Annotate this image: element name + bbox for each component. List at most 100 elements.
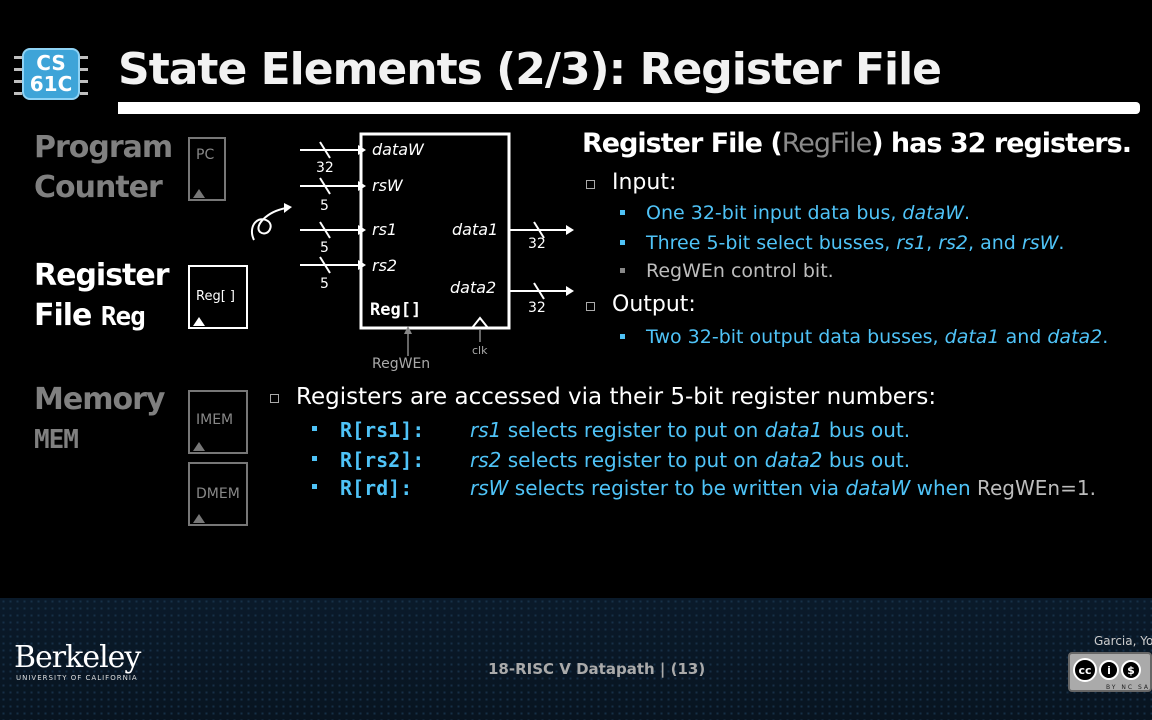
reg-access-text: selects register to put on [501, 448, 765, 472]
output-heading: Output: [586, 292, 696, 317]
block-label: Reg[] [370, 300, 422, 320]
clk-label: clk [472, 344, 488, 357]
reg-access-code: R[rs1]: [340, 418, 425, 442]
reg-access-row-rd: R[rd]: rsW selects register to be written… [312, 476, 1096, 500]
reg-label-code: Reg [100, 302, 146, 332]
input-item1-end: . [964, 202, 971, 224]
output-item1-end: . [1102, 326, 1109, 348]
memory-label: Memory MEM [34, 380, 165, 460]
width-rsw: 5 [320, 198, 329, 214]
footer-authors: Garcia, Yo [1094, 634, 1152, 648]
heading-part-a: Register File ( [582, 128, 783, 159]
clock-triangle-icon [193, 317, 205, 326]
heading-part-b: ) has 32 registers. [871, 128, 1132, 159]
reg-access-tail: RegWEn=1. [977, 476, 1096, 500]
mem-label-line1: Memory [34, 382, 165, 417]
program-counter-label: Program Counter [34, 128, 173, 208]
clock-triangle-icon [193, 442, 205, 451]
cc-tags: BY NC SA [1106, 684, 1150, 691]
clock-triangle-icon [193, 514, 205, 523]
clock-triangle-icon [193, 189, 205, 198]
reg-access-row-rs2: R[rs2]: rs2 selects register to put on da… [311, 448, 911, 472]
pc-label-line1: Program [34, 130, 173, 165]
reg-access-var: rs2 [470, 448, 502, 472]
nc-icon: $ [1121, 660, 1141, 680]
reg-box-label: Reg[ ] [196, 289, 235, 304]
input-item-databus: One 32-bit input data bus, dataW. [619, 202, 971, 224]
input-item2-text: Three 5-bit select busses, [646, 232, 897, 254]
width-dataw: 32 [316, 160, 334, 176]
input-item2-end: . [1058, 232, 1065, 254]
creative-commons-badge: cc i $ BY NC SA [1068, 652, 1152, 692]
reg-access-code: R[rs2]: [340, 448, 425, 472]
in-rsw-label: rsW [372, 176, 403, 195]
input-item1-text: One 32-bit input data bus, [646, 202, 903, 224]
imem-box: IMEM [188, 390, 248, 454]
reg-access-var2: dataW [845, 476, 911, 500]
pointer-squiggle-icon [250, 207, 287, 241]
in-rs1-label: rs1 [372, 220, 398, 239]
input-heading: Input: [585, 170, 677, 195]
dmem-box-label: DMEM [196, 486, 240, 502]
cs61c-logo: CS 61C [14, 42, 88, 106]
output-item1-and: and [999, 326, 1048, 348]
register-file-heading: Register File (RegFile) has 32 registers… [582, 128, 1132, 159]
input-item-selects: Three 5-bit select busses, rs1, rs2, and… [619, 232, 1065, 254]
cc-icon: cc [1073, 658, 1097, 682]
output-item1-data1: data1 [944, 326, 1000, 348]
slide-footer: 18-RISC V Datapath | (13) [488, 660, 706, 678]
input-item1-var: dataW [902, 202, 965, 224]
reg-label-line1: Register [34, 258, 170, 293]
berkeley-logo-sub: UNIVERSITY OF CALIFORNIA [16, 674, 138, 682]
reg-access-var2: data2 [764, 448, 823, 472]
input-item2-sep2: , and [968, 232, 1022, 254]
reg-label-line2: File [34, 298, 92, 333]
width-data1: 32 [528, 236, 546, 252]
reg-access-text2: bus out. [822, 448, 911, 472]
reg-access-var: rs1 [470, 418, 502, 442]
out-data1-label: data1 [452, 220, 499, 239]
out-data2-label: data2 [450, 278, 497, 297]
reg-access-text: selects register to put on [501, 418, 765, 442]
dmem-box: DMEM [188, 462, 248, 526]
reg-access-code: R[rd]: [340, 476, 413, 500]
in-rs2-label: rs2 [372, 256, 398, 275]
berkeley-logo: Berkeley [14, 640, 141, 675]
logo-line2: 61C [29, 72, 73, 96]
clock-triangle-icon [469, 316, 491, 329]
reg-access-text2: when [910, 476, 977, 500]
input-item2-rs1: rs1 [896, 232, 927, 254]
width-data2: 32 [528, 300, 546, 316]
input-item2-rsw: rsW [1021, 232, 1059, 254]
heading-regfile: RegFile [781, 128, 872, 159]
output-item1-text: Two 32-bit output data busses, [646, 326, 945, 348]
input-item-regwen: RegWEn control bit. [620, 260, 834, 282]
register-file-diagram [250, 132, 574, 356]
reg-access-row-rs1: R[rs1]: rs1 selects register to put on da… [311, 418, 911, 442]
registers-accessed-intro: Registers are accessed via their 5-bit r… [269, 384, 937, 410]
footer-band [0, 598, 1152, 720]
slide-title: State Elements (2/3): Register File [118, 44, 942, 95]
reg-access-var: rsW [470, 476, 509, 500]
width-rs2: 5 [320, 276, 329, 292]
reg-box: Reg[ ] [188, 265, 248, 329]
input-item2-rs2: rs2 [938, 232, 969, 254]
by-icon: i [1099, 660, 1119, 680]
input-item2-sep1: , [926, 232, 939, 254]
pc-box: PC [188, 137, 226, 201]
imem-box-label: IMEM [196, 412, 234, 428]
output-item-databusses: Two 32-bit output data busses, data1 and… [619, 326, 1109, 348]
in-dataw-label: dataW [372, 140, 424, 159]
output-item1-data2: data2 [1047, 326, 1103, 348]
reg-access-text: selects register to be written via [508, 476, 846, 500]
pc-box-label: PC [196, 147, 215, 163]
pc-label-line2: Counter [34, 170, 163, 205]
logo-line1: CS [36, 51, 66, 75]
mem-label-line2: MEM [34, 425, 79, 455]
title-underline [118, 102, 1140, 114]
reg-access-var2: data1 [764, 418, 823, 442]
width-rs1: 5 [320, 240, 329, 256]
register-file-label: Register File Reg [34, 256, 170, 337]
reg-access-text2: bus out. [822, 418, 911, 442]
regwen-label: RegWEn [372, 356, 431, 372]
